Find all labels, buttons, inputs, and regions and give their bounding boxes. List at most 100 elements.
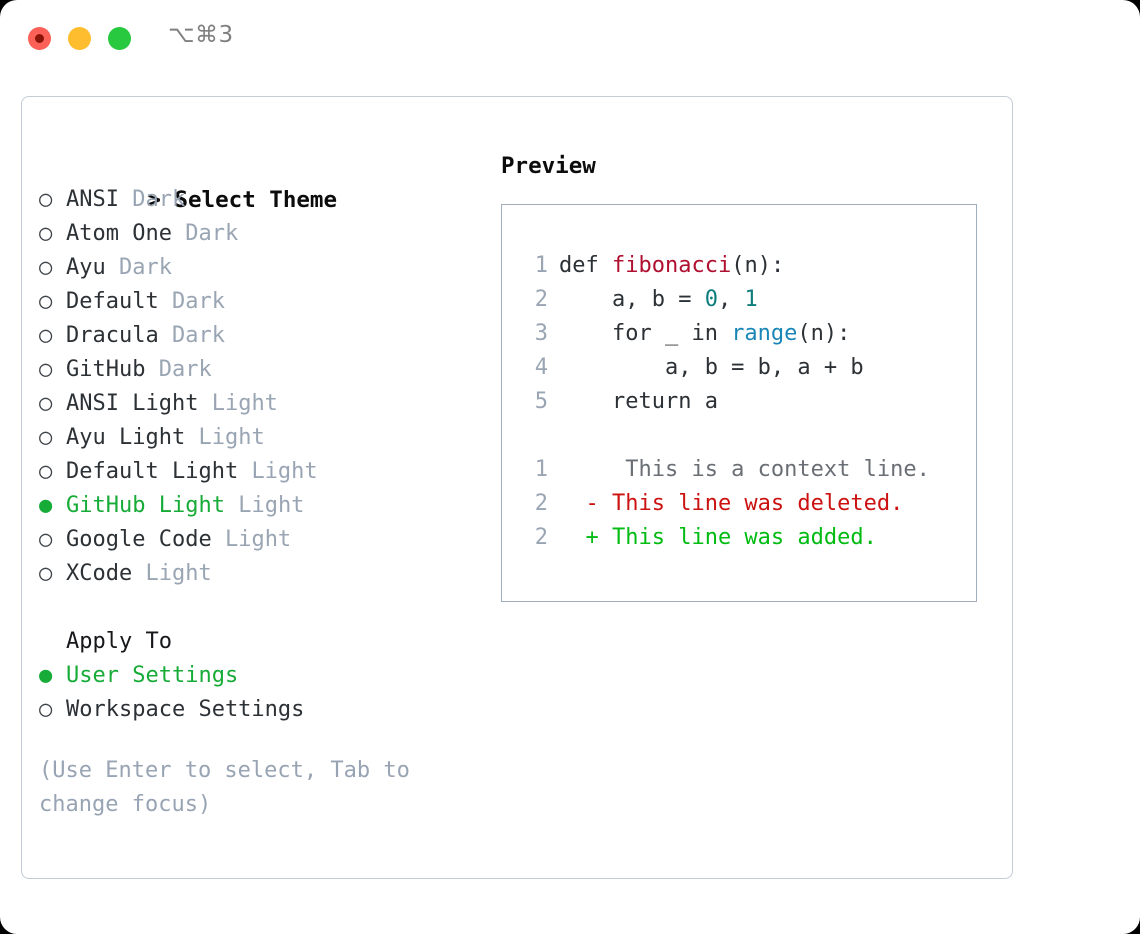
radio-unselected-icon[interactable]: ○: [39, 289, 53, 314]
line-number: 1: [534, 457, 548, 482]
theme-name-label: Default Light: [66, 459, 239, 484]
theme-list-item[interactable]: ○Google Code Light: [39, 523, 489, 557]
theme-list-item[interactable]: ○ Default Light Light: [39, 455, 489, 489]
code-token: a, b =: [559, 287, 705, 312]
label-spacer: [238, 455, 251, 489]
code-line: 4 a, b = b, a + b: [522, 351, 976, 385]
diff-line: 2 - This line was deleted.: [522, 487, 976, 521]
close-button[interactable]: [28, 27, 51, 50]
theme-list-item[interactable]: ○ANSI Dark: [39, 183, 489, 217]
theme-name-label: GitHub Light: [66, 493, 225, 518]
code-line: 3 for _ in range(n):: [522, 317, 976, 351]
theme-list-item[interactable]: ○ Ayu Dark: [39, 251, 489, 285]
theme-name-label: XCode: [66, 561, 133, 586]
code-token: (n):: [731, 253, 785, 278]
section-spacer: [39, 591, 489, 625]
radio-unselected-icon[interactable]: ○: [39, 391, 53, 416]
preview-heading: Preview: [501, 153, 596, 179]
select-theme-heading: > Select Theme: [39, 149, 489, 213]
theme-name-label: GitHub: [66, 357, 146, 382]
diff-line: 1 This is a context line.: [522, 453, 976, 487]
code-text: for _ in range(n):: [559, 321, 850, 346]
window-titlebar: ⌥⌘3: [0, 0, 1140, 76]
apply-to-item[interactable]: ○ Workspace Settings: [39, 693, 489, 727]
minimize-button[interactable]: [68, 27, 91, 50]
theme-variant-tag: Dark: [158, 357, 212, 382]
theme-variant-tag: Light: [145, 561, 212, 586]
theme-name-label: Dracula: [66, 323, 159, 348]
code-line: 2 a, b = 0, 1: [522, 283, 976, 317]
line-number: 2: [534, 287, 548, 312]
apply-to-heading: Apply To: [66, 629, 172, 654]
line-number: 1: [534, 253, 548, 278]
code-token: a, b = b, a + b: [559, 355, 864, 380]
theme-variant-tag: Light: [251, 459, 318, 484]
theme-list-item[interactable]: ○Atom One Dark: [39, 217, 489, 251]
theme-variant-tag: Dark: [132, 187, 186, 212]
theme-variant-tag: Dark: [171, 289, 225, 314]
code-token: 0: [704, 287, 718, 312]
code-token: (n):: [797, 321, 851, 346]
theme-list-item[interactable]: ○ ANSI Light Light: [39, 387, 489, 421]
label-spacer: [172, 217, 185, 251]
theme-list: ○ANSI Dark○Atom One Dark○Ayu Dark○Defaul…: [39, 183, 489, 591]
theme-selection-pane: > Select Theme ○ANSI Dark○Atom One Dark○…: [39, 149, 489, 822]
theme-list-item[interactable]: ○ Dracula Dark: [39, 319, 489, 353]
radio-unselected-icon[interactable]: ○: [39, 221, 53, 246]
theme-variant-tag: Dark: [185, 221, 239, 246]
radio-unselected-icon[interactable]: ○: [39, 323, 53, 348]
radio-unselected-icon[interactable]: ○: [39, 187, 53, 212]
radio-unselected-icon[interactable]: ○: [39, 697, 53, 722]
apply-to-item[interactable]: ●User Settings: [39, 659, 489, 693]
theme-variant-tag: Dark: [119, 255, 172, 280]
diff-sample: 1 This is a context line.2 - This line w…: [522, 453, 976, 555]
code-text: a, b = 0, 1: [559, 287, 758, 312]
label-spacer: [132, 557, 145, 591]
label-spacer: [106, 251, 119, 285]
code-token: fibonacci: [611, 253, 732, 278]
theme-list-item[interactable]: ○Ayu Light Light: [39, 421, 489, 455]
radio-unselected-icon[interactable]: ○: [39, 425, 53, 450]
radio-selected-icon[interactable]: ●: [39, 493, 53, 518]
line-number: 2: [534, 491, 548, 516]
label-spacer: [159, 319, 172, 353]
radio-unselected-icon[interactable]: ○: [39, 527, 53, 552]
code-text: def fibonacci(n):: [559, 253, 784, 278]
theme-list-item[interactable]: ● GitHub Light Light: [39, 489, 489, 523]
theme-name-label: Ayu: [66, 255, 106, 280]
diff-text: This is a context line.: [559, 457, 930, 482]
theme-name-label: ANSI Light: [66, 391, 199, 416]
select-theme-heading-label: Select Theme: [174, 187, 338, 213]
theme-variant-tag: Light: [224, 527, 292, 552]
radio-unselected-icon[interactable]: ○: [39, 459, 53, 484]
theme-picker-dialog: > Select Theme ○ANSI Dark○Atom One Dark○…: [21, 96, 1013, 879]
prompt-caret-icon: >: [147, 187, 161, 213]
theme-list-item[interactable]: ○Default Dark: [39, 285, 489, 319]
theme-list-item[interactable]: ○ GitHub Dark: [39, 353, 489, 387]
keyboard-hint-text: (Use Enter to select, Tab to change focu…: [39, 758, 410, 817]
line-number: 3: [534, 321, 548, 346]
radio-unselected-icon[interactable]: ○: [39, 561, 53, 586]
label-spacer: [225, 489, 238, 523]
code-text: return a: [559, 389, 718, 414]
code-token: return a: [559, 389, 718, 414]
apply-to-label: Workspace Settings: [66, 697, 305, 722]
zoom-button[interactable]: [108, 27, 131, 50]
diff-text: - This line was deleted.: [559, 491, 904, 516]
theme-variant-tag: Light: [238, 493, 305, 518]
radio-unselected-icon[interactable]: ○: [39, 357, 53, 382]
code-token: 1: [744, 287, 758, 312]
label-spacer: [145, 353, 158, 387]
radio-selected-icon[interactable]: ●: [39, 663, 53, 688]
code-token: def: [559, 253, 612, 278]
diff-line: 2 + This line was added.: [522, 521, 976, 555]
theme-variant-tag: Light: [211, 391, 278, 416]
theme-variant-tag: Light: [198, 425, 265, 450]
theme-variant-tag: Dark: [171, 323, 225, 348]
radio-unselected-icon[interactable]: ○: [39, 255, 53, 280]
theme-list-item[interactable]: ○ XCode Light: [39, 557, 489, 591]
code-token: for _ in: [559, 321, 732, 346]
